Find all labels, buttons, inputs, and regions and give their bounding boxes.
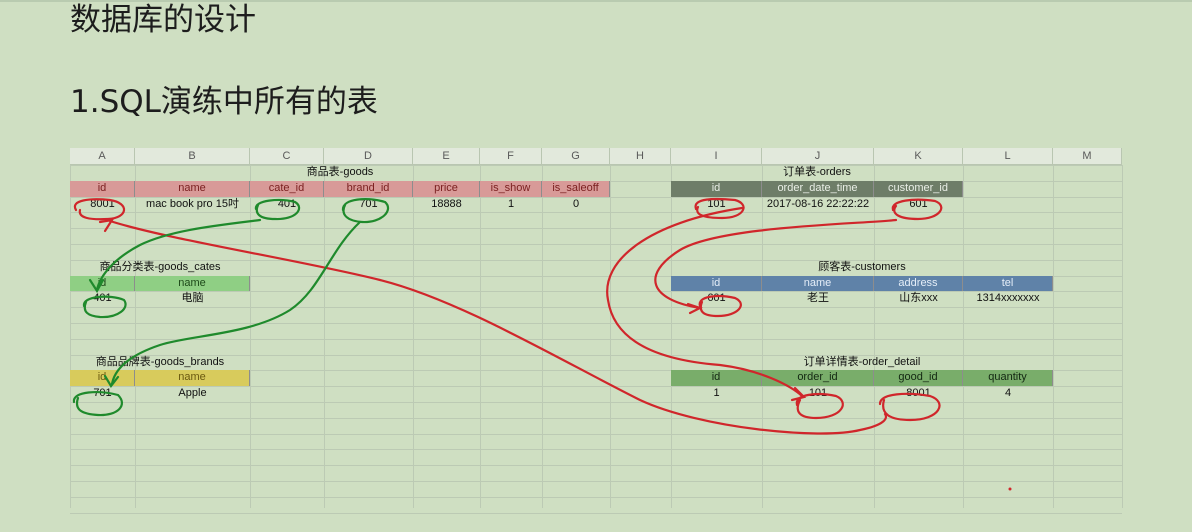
data-cell-orders[interactable]: 2017-08-16 22:22:22: [766, 197, 870, 210]
grid-col-line: [1053, 165, 1054, 508]
column-header-h[interactable]: H: [610, 148, 671, 165]
table-caption-order-detail: 订单详情表-order_detail: [803, 355, 921, 368]
grid-col-line: [250, 165, 251, 508]
top-rule: [0, 0, 1192, 2]
column-header-a[interactable]: A: [70, 148, 135, 165]
data-cell-goods[interactable]: 0: [572, 197, 580, 210]
data-cell-goods[interactable]: mac book pro 15吋: [146, 197, 239, 210]
table-caption-goods: 商品表-goods: [306, 166, 374, 178]
data-cell-goods-cates[interactable]: 401: [93, 292, 112, 305]
data-cell-goods-cates[interactable]: 电脑: [181, 292, 204, 305]
grid-row-line: [70, 228, 1122, 230]
page-title: 数据库的设计: [70, 2, 256, 38]
table-caption-customers: 顾客表-customers: [818, 260, 906, 273]
data-cell-order-detail[interactable]: 101: [808, 387, 828, 400]
grid-col-line: [135, 165, 136, 508]
header-cell-orders[interactable]: order_date_time: [762, 180, 874, 197]
grid-col-line: [324, 165, 325, 508]
data-cell-goods[interactable]: 701: [359, 197, 378, 210]
grid-col-line: [874, 165, 875, 508]
grid-row-line: [70, 212, 1122, 214]
header-cell-customers[interactable]: address: [874, 275, 963, 292]
grid-row-line: [70, 465, 1122, 467]
grid-col-line: [610, 165, 611, 508]
data-cell-customers[interactable]: 山东xxx: [899, 292, 938, 305]
grid-row-line: [70, 481, 1122, 482]
data-cell-goods[interactable]: 18888: [431, 197, 462, 210]
grid-col-line: [1122, 165, 1123, 508]
header-cell-goods-brands[interactable]: id: [70, 370, 135, 387]
header-cell-orders[interactable]: id: [671, 180, 762, 197]
grid-row-line: [70, 323, 1122, 324]
column-header-c[interactable]: C: [250, 148, 324, 165]
grid-row-line: [70, 165, 1122, 166]
table-caption-orders: 订单表-orders: [783, 166, 851, 178]
column-header-m[interactable]: M: [1053, 148, 1122, 165]
header-cell-order-detail[interactable]: order_id: [762, 370, 874, 387]
data-cell-order-detail[interactable]: 1: [713, 387, 720, 400]
header-cell-order-detail[interactable]: id: [671, 370, 762, 387]
data-cell-goods[interactable]: 8001: [90, 197, 115, 210]
header-cell-goods[interactable]: brand_id: [324, 180, 413, 197]
grid-col-line: [762, 165, 763, 508]
column-header-f[interactable]: F: [480, 148, 542, 165]
column-header-g[interactable]: G: [542, 148, 610, 165]
grid-row-line: [70, 433, 1122, 435]
grid-row-line: [70, 417, 1122, 419]
data-cell-orders[interactable]: 101: [707, 197, 726, 210]
header-cell-goods[interactable]: id: [70, 180, 135, 197]
column-header-e[interactable]: E: [413, 148, 480, 165]
data-cell-customers[interactable]: 601: [707, 292, 726, 305]
data-cell-goods-brands[interactable]: 701: [93, 387, 112, 400]
header-cell-goods[interactable]: cate_id: [250, 180, 324, 197]
page-subtitle: 1.SQL演练中所有的表: [70, 84, 378, 120]
data-cell-order-detail[interactable]: 8001: [906, 387, 931, 400]
header-cell-goods-cates[interactable]: name: [135, 275, 250, 292]
column-header-b[interactable]: B: [135, 148, 250, 165]
grid-col-line: [963, 165, 964, 508]
data-cell-customers[interactable]: 老王: [807, 292, 829, 305]
header-cell-customers[interactable]: name: [762, 275, 874, 292]
header-cell-goods[interactable]: is_show: [480, 180, 542, 197]
grid-col-line: [413, 165, 414, 508]
header-cell-goods[interactable]: is_saleoff: [542, 180, 610, 197]
table-caption-goods-brands: 商品品牌表-goods_brands: [95, 355, 225, 368]
grid-col-line: [671, 165, 672, 508]
header-cell-order-detail[interactable]: good_id: [874, 370, 963, 387]
column-header-l[interactable]: L: [963, 148, 1053, 165]
header-cell-orders[interactable]: customer_id: [874, 180, 963, 197]
data-cell-goods[interactable]: 401: [277, 197, 297, 210]
grid-row-line: [70, 307, 1122, 309]
table-caption-goods-cates: 商品分类表-goods_cates: [99, 260, 221, 273]
grid-row-line: [70, 338, 1122, 340]
grid-col-line: [480, 165, 481, 508]
grid-row-line: [70, 496, 1122, 498]
data-cell-goods-brands[interactable]: Apple: [178, 387, 207, 400]
header-cell-customers[interactable]: tel: [963, 275, 1053, 292]
header-cell-goods-brands[interactable]: name: [135, 370, 250, 387]
data-cell-customers[interactable]: 1314xxxxxxx: [976, 292, 1040, 305]
grid-col-line: [542, 165, 543, 508]
grid-col-line: [70, 165, 71, 508]
column-header-i[interactable]: I: [671, 148, 762, 165]
column-header-j[interactable]: J: [762, 148, 874, 165]
data-cell-goods[interactable]: 1: [507, 197, 515, 210]
header-cell-order-detail[interactable]: quantity: [963, 370, 1053, 387]
grid-row-line: [70, 449, 1122, 451]
header-cell-customers[interactable]: id: [671, 275, 762, 292]
grid-row-line: [70, 512, 1122, 514]
grid-row-line: [70, 196, 1122, 198]
header-cell-goods[interactable]: price: [413, 180, 480, 197]
column-header-d[interactable]: D: [324, 148, 413, 165]
column-header-k[interactable]: K: [874, 148, 963, 165]
data-cell-orders[interactable]: 601: [909, 197, 928, 210]
data-cell-order-detail[interactable]: 4: [1004, 387, 1012, 400]
grid-row-line: [70, 402, 1122, 403]
header-cell-goods-cates[interactable]: id: [70, 275, 135, 292]
grid-row-line: [70, 244, 1122, 245]
header-cell-goods[interactable]: name: [135, 180, 250, 197]
